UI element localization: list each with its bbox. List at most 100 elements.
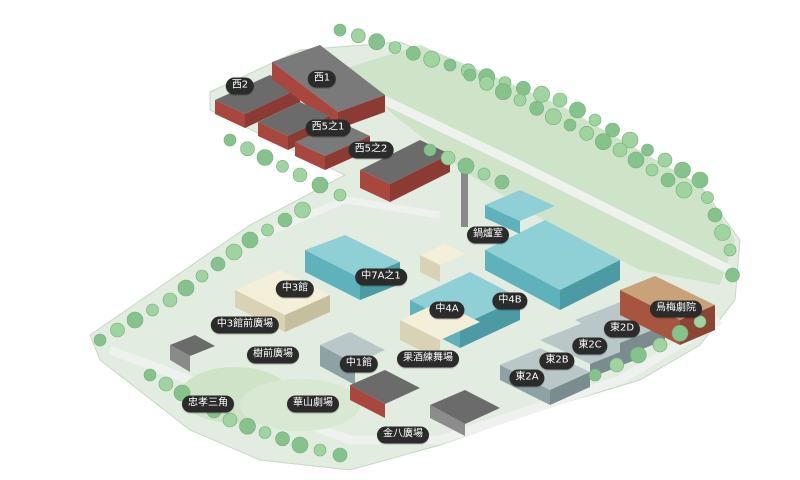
tree [93,333,107,347]
tree [725,267,740,283]
tree [579,126,595,141]
label-west5-1[interactable]: 西5之1 [305,119,351,137]
label-huashan-theater[interactable]: 華山劇場 [287,395,339,413]
tree [210,256,226,272]
label-central4b[interactable]: 中4B [492,292,528,310]
chimney [461,165,468,227]
tree [423,50,441,68]
tree [693,315,707,329]
tree [313,443,327,457]
tree [332,447,348,463]
tree [588,113,602,127]
tree [707,207,723,223]
tree [657,152,673,168]
road-west [248,196,441,244]
tree [333,188,347,202]
tree [652,337,668,353]
tree [110,322,125,338]
tree [494,174,510,190]
tree [443,58,457,72]
tree [533,85,551,103]
label-tree-plaza[interactable]: 樹前廣場 [247,346,299,364]
tree [294,201,311,219]
label-east2c[interactable]: 東2C [572,337,608,355]
tree [544,108,562,125]
tree [477,167,491,181]
tree [258,426,272,439]
tree [333,23,347,37]
tree [691,171,709,189]
label-zhongxiao-triangle[interactable]: 忠孝三角 [182,395,234,413]
tree [241,231,259,249]
tree [276,160,289,173]
tree [494,83,512,100]
label-wumei-theater[interactable]: 烏梅劇院 [650,300,702,318]
road-north [298,55,733,275]
label-east2d[interactable]: 東2D [603,320,641,338]
tree [605,122,620,138]
tree [440,150,456,166]
tree [240,141,255,157]
label-east2b[interactable]: 東2B [539,352,575,370]
label-west1[interactable]: 西1 [307,70,337,88]
tree [588,368,602,382]
tree [256,149,274,166]
tree [291,436,309,454]
tree [641,143,654,157]
tree [368,33,386,51]
tree [143,368,157,382]
tree [660,172,676,188]
tree [222,412,238,428]
tree [629,346,647,364]
label-central7a-1[interactable]: 中7A之1 [355,268,407,286]
tree [552,92,568,108]
label-east2a[interactable]: 東2A [509,369,545,387]
tree [594,133,612,150]
tree [350,28,366,44]
tree [479,76,495,91]
tree [463,68,477,82]
tree [675,181,693,199]
label-central1[interactable]: 中1館 [339,355,379,373]
label-central3[interactable]: 中3館 [275,280,315,298]
tree [223,133,237,147]
tree [627,151,645,169]
tree [674,161,691,179]
tree [311,176,329,194]
tree [569,101,586,119]
label-central3-plaza[interactable]: 中3館前廣場 [210,316,280,334]
tree [671,324,689,342]
label-fruit-wine-hall[interactable]: 果酒練舞場 [397,350,459,368]
tree [457,157,475,175]
tree [277,212,293,228]
tree [225,243,243,261]
tree [146,303,159,317]
tree [126,311,144,329]
label-west5-2[interactable]: 西5之2 [348,141,394,159]
tree [714,224,731,241]
tree [162,292,178,308]
tree [621,131,639,149]
tree [723,243,737,257]
tree [405,45,421,61]
tree [701,191,714,204]
tree [195,269,209,283]
label-boiler-room[interactable]: 鍋爐室 [467,226,509,244]
tree [563,118,577,132]
label-jinba-plaza[interactable]: 金八廣場 [377,426,429,444]
tree [239,417,256,435]
label-west2[interactable]: 西2 [225,77,255,95]
tree [645,163,659,177]
tree [423,143,437,157]
tree [513,93,527,107]
tree [388,41,402,54]
tree [609,357,625,373]
label-central4a[interactable]: 中4A [429,301,465,319]
tree [275,431,290,447]
tree [529,101,545,116]
tree [612,142,628,158]
tree [292,167,308,183]
tree [177,279,195,297]
